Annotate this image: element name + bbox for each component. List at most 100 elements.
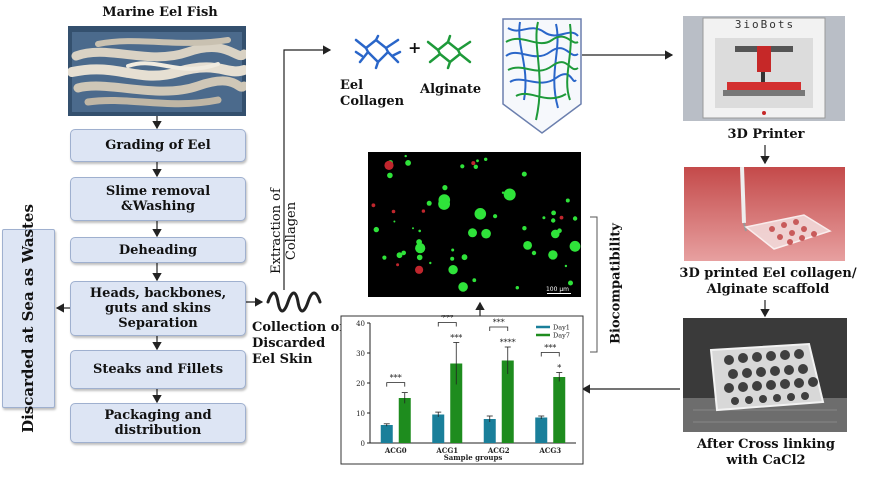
significance-stars: *** (450, 334, 462, 343)
cell-dot (421, 209, 426, 213)
cell-dot (442, 185, 448, 191)
significance-bracket (437, 322, 457, 327)
cell-dot (515, 286, 519, 290)
cell-dot (404, 154, 407, 158)
cell-dot (565, 198, 570, 203)
significance-stars: *** (544, 344, 556, 353)
bar-day7 (501, 360, 514, 443)
collagen-network-icon (354, 34, 402, 70)
cell-dot (572, 216, 578, 221)
eel-skin-icon (266, 291, 322, 313)
cell-dot (448, 265, 458, 275)
eel-fish-photo (68, 26, 246, 116)
cell-dot (476, 159, 479, 163)
cell-dot (396, 252, 403, 259)
cell-dot (396, 263, 400, 267)
cell-dot (415, 265, 424, 274)
cell-dot (415, 243, 426, 254)
cell-dot (472, 278, 477, 283)
cell-dot (473, 164, 478, 169)
3d-printer-photo (683, 16, 845, 121)
step-steaks-fillets: Steaks and Fillets (70, 350, 246, 389)
printed-scaffold-photo (684, 167, 845, 261)
bar-day1 (380, 425, 393, 443)
cell-dot (569, 240, 581, 252)
bar-day7 (398, 398, 411, 443)
step-packaging: Packaging and distribution (70, 403, 246, 443)
scale-bar-label: 100 µm (545, 286, 569, 293)
x-axis-label: Sample groups (444, 453, 503, 462)
cell-dot (405, 160, 411, 166)
cell-dot (551, 229, 560, 239)
step-deheading: Deheading (70, 237, 246, 263)
cell-dot (382, 255, 387, 260)
extraction-label: Extraction of Collagen (269, 188, 299, 274)
bar-day1 (432, 414, 445, 443)
cell-dot (503, 188, 516, 201)
cell-dot (401, 250, 406, 256)
y-tick-label: 30 (356, 350, 365, 358)
significance-stars: **** (500, 338, 516, 347)
cell-dot (393, 220, 396, 223)
cell-dot (484, 157, 488, 161)
y-tick-label: 10 (356, 410, 365, 418)
scaffold-label: 3D printed Eel collagen/ Alginate scaffo… (679, 266, 857, 297)
bar-day7 (450, 363, 463, 443)
discarded-box: Discarded at Sea as Wastes (2, 204, 55, 433)
printer-label: 3D Printer (727, 127, 805, 142)
significance-stars: *** (493, 318, 505, 327)
cell-dot (522, 226, 527, 231)
cell-dot (418, 229, 421, 233)
step-separation: Heads, backbones, guts and skins Separat… (70, 281, 246, 336)
cell-dot (450, 256, 455, 261)
cell-dot (416, 239, 422, 245)
biocompat-label-box: Biocompatibility (608, 223, 624, 344)
scale-bar (547, 293, 571, 294)
cell-dot (521, 171, 527, 177)
cell-dot (531, 250, 537, 256)
significance-bracket (489, 326, 509, 331)
cell-dot (451, 248, 455, 252)
cell-dot (384, 160, 394, 170)
cell-dot (391, 209, 396, 214)
plus-sign: + (408, 38, 422, 57)
cell-dot (501, 191, 505, 194)
cell-dot (416, 254, 423, 261)
fluorescence-image: 100 µm (368, 152, 581, 297)
cell-dot (548, 250, 558, 260)
cell-dot (551, 210, 556, 216)
fish-title: Marine Eel Fish (102, 5, 218, 20)
significance-bracket (386, 382, 406, 387)
cell-dot (564, 264, 568, 268)
cell-dot (474, 208, 487, 220)
cell-dot (387, 172, 393, 179)
x-tick-label: ACG3 (538, 446, 561, 455)
collection-label: Collection of Discarded Eel Skin (252, 320, 345, 367)
hydrogel-scaffold-icon (502, 18, 582, 134)
significance-stars: *** (441, 315, 453, 323)
cell-dot (471, 161, 476, 166)
crosslink-label: After Cross linking with CaCl2 (697, 437, 835, 468)
legend-label: Day7 (553, 332, 570, 340)
cell-dot (373, 226, 379, 233)
printer-brand: 3ioBots (734, 18, 796, 31)
cell-dot (542, 216, 546, 220)
cell-dot (458, 282, 468, 292)
cell-dot (460, 164, 465, 169)
cell-dot (426, 200, 432, 206)
crosslinked-scaffold-photo (683, 318, 847, 432)
y-tick-label: 0 (361, 440, 365, 448)
step-grading: Grading of Eel (70, 129, 246, 162)
cell-dot (429, 261, 432, 265)
y-tick-label: 20 (356, 380, 365, 388)
significance-stars: * (557, 364, 561, 373)
cell-dot (493, 214, 498, 219)
y-tick-label: 40 (356, 320, 365, 328)
significance-bracket (540, 352, 560, 357)
x-tick-label: ACG2 (487, 446, 510, 455)
legend-label: Day1 (553, 324, 570, 332)
bar-day1 (483, 419, 496, 443)
cell-dot (568, 280, 573, 286)
